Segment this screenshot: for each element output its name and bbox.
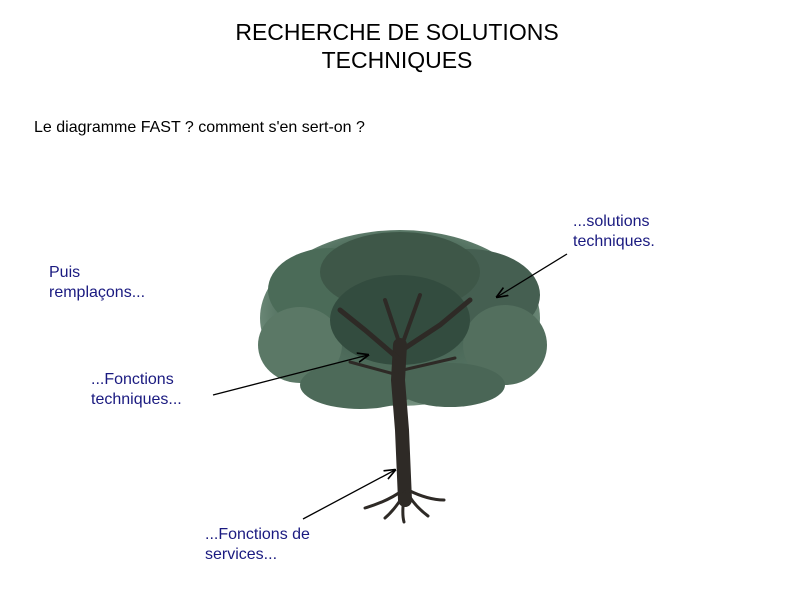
tree-roots xyxy=(363,488,446,524)
tree-trunk xyxy=(337,293,473,507)
page-title: RECHERCHE DE SOLUTIONS TECHNIQUES xyxy=(0,18,794,74)
label-fonctions-techniques-line-2: techniques... xyxy=(91,391,182,408)
tree-image xyxy=(258,230,547,524)
subtitle: Le diagramme FAST ? comment s'en sert-on… xyxy=(34,119,365,136)
arrow-solutions xyxy=(497,253,568,297)
title-line-2: TECHNIQUES xyxy=(321,47,473,73)
label-puis-remplacons: Puis remplaçons... xyxy=(49,263,145,303)
label-fonctions-techniques: ...Fonctions techniques... xyxy=(91,370,182,410)
label-solutions-line-1: ...solutions xyxy=(573,213,650,230)
tree-foliage xyxy=(258,230,547,409)
label-fonctions-services-line-1: ...Fonctions de xyxy=(205,526,310,543)
label-fonctions-techniques-line-1: ...Fonctions xyxy=(91,371,174,388)
arrow-fonctions-techniques xyxy=(212,355,368,396)
label-puis-line-1: Puis xyxy=(49,264,81,281)
label-puis-line-2: remplaçons... xyxy=(49,284,146,301)
label-solutions-line-2: techniques. xyxy=(573,233,655,250)
label-solutions-techniques: ...solutions techniques. xyxy=(573,212,655,252)
label-fonctions-services: ...Fonctions de services... xyxy=(205,525,310,565)
label-fonctions-services-line-2: services... xyxy=(205,546,278,563)
title-line-1: RECHERCHE DE SOLUTIONS xyxy=(235,19,559,45)
arrow-fonctions-services xyxy=(302,470,395,520)
